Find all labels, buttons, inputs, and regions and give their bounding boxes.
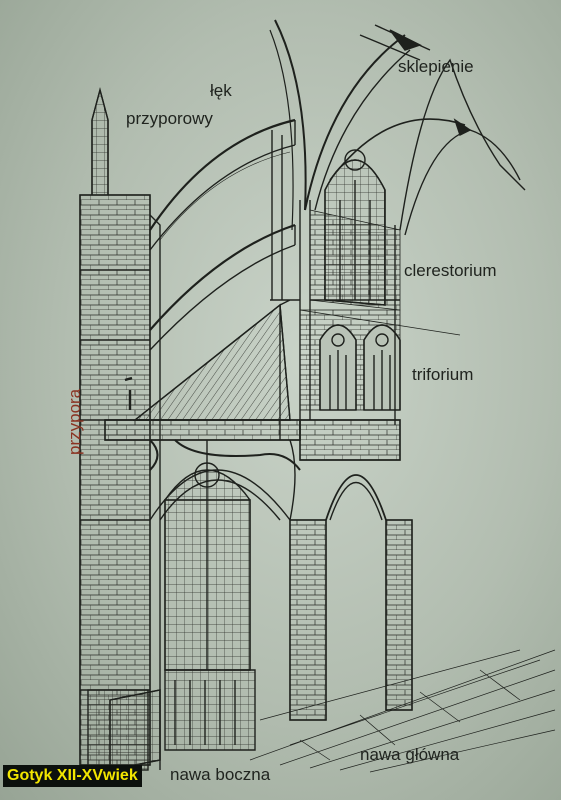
label-sklepienie: sklepienie: [398, 57, 474, 76]
side-aisle: [109, 439, 301, 771]
label-lek: łęk: [210, 81, 232, 100]
label-clerestorium: clerestorium: [404, 261, 497, 280]
clerestory: [309, 149, 401, 311]
label-triforium: triforium: [412, 365, 474, 384]
label-przypora: przypora: [65, 388, 84, 455]
label-nawa-boczna: nawa boczna: [170, 765, 271, 784]
aisle-roof: [104, 303, 301, 441]
flying-buttress-arches: [149, 118, 296, 351]
main-nave-piers: [289, 419, 413, 721]
slide-caption: Gotyk XII-XVwiek: [3, 765, 142, 787]
label-nawa-glowna: nawa główna: [360, 745, 460, 764]
label-przyporowy: przyporowy: [126, 109, 213, 128]
vault-ribs: [269, 19, 526, 236]
triforium: [299, 309, 461, 411]
wall-shafts: [124, 130, 396, 440]
